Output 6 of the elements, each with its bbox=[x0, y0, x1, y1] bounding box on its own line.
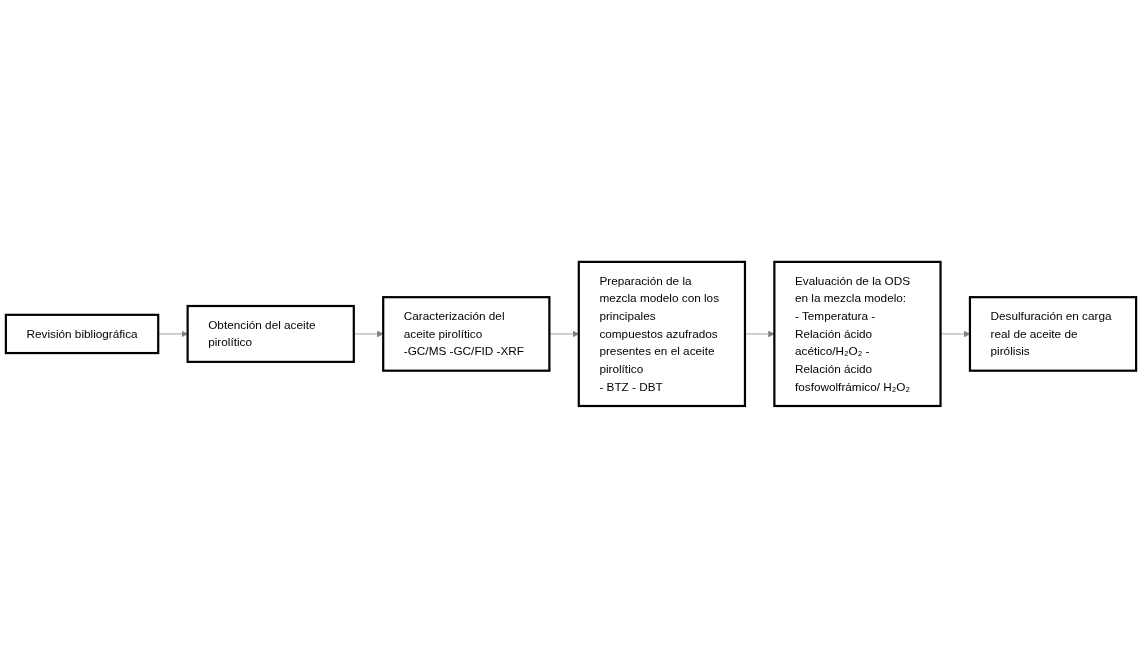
node-box: Obtención del aceite pirolítico bbox=[186, 304, 355, 364]
node-box: Desulfuración en carga real de aceite de pirólisis bbox=[968, 296, 1138, 372]
node-box: Caracterización del aceite pirolítico -GC/MS -GC/FID -XRF bbox=[382, 296, 551, 372]
node-box: Revisión bibliográfica bbox=[4, 313, 160, 355]
node-box: Preparación de la mezcla modelo con los principales compuestos azufrados presentes en el aceite pirolítico - BTZ - DBT bbox=[577, 260, 747, 408]
node-box: Evaluación de la ODS en la mezcla modelo: - Temperatura - Relación ácido acético/H₂O₂ - Relación ácido fosfowolfrámico/ H₂O₂ bbox=[773, 260, 942, 408]
